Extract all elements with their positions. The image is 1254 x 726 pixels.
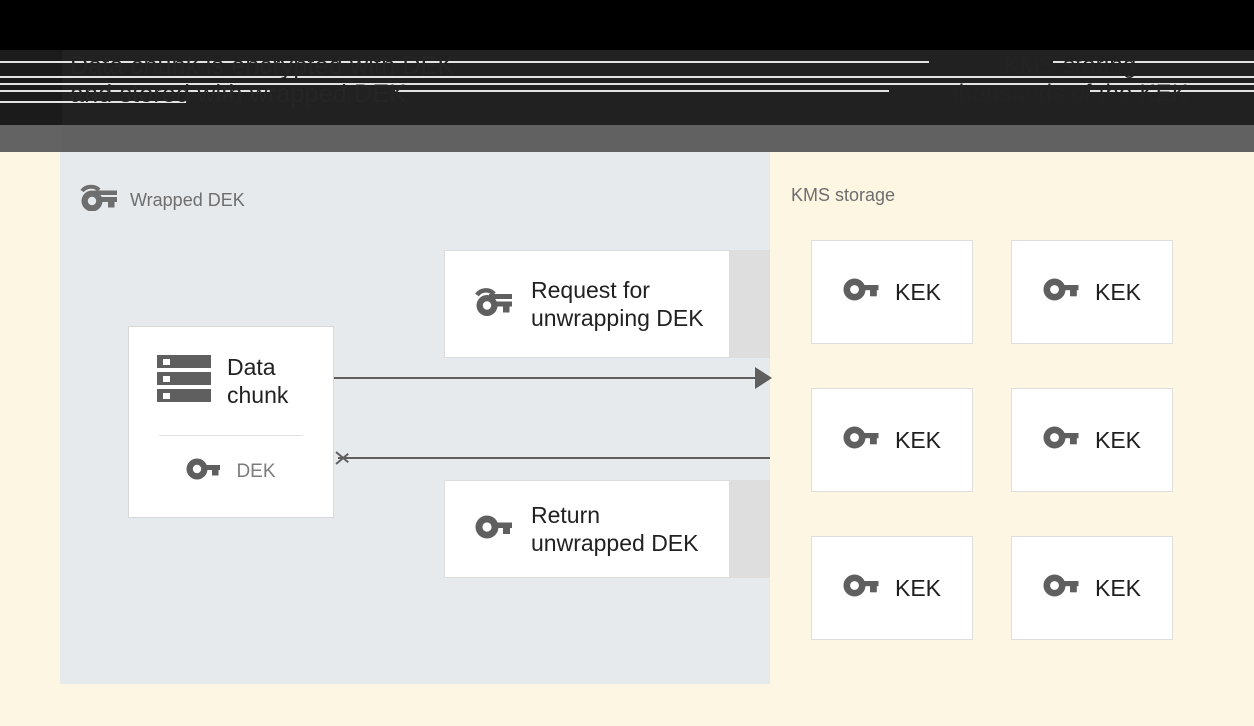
- kek-card-label: KEK: [1094, 278, 1142, 305]
- key-icon: [186, 458, 221, 485]
- header-title-left-line1: Data chunk is encrypted with DEK: [70, 52, 455, 80]
- scan-rule: [0, 101, 186, 103]
- key-icon: [843, 574, 879, 602]
- header-title-right-line1: KMS storing: [1003, 52, 1137, 79]
- scan-rule: [0, 90, 270, 92]
- toolbar-gray-band: [0, 125, 1254, 152]
- server-storage-icon: [157, 354, 211, 409]
- key-icon: [1043, 426, 1079, 454]
- return-unwrapped-card-text: Return unwrapped DEK: [531, 502, 699, 556]
- request-arrow-line: [334, 377, 770, 379]
- data-chunk-card-key-label: DEK: [236, 460, 276, 482]
- kms-storage-panel-label-text: KMS storage: [791, 185, 896, 205]
- scan-rule: [1090, 90, 1254, 92]
- return-arrow-line: [338, 457, 770, 459]
- wrapped-key-icon: [475, 287, 513, 321]
- kek-card[interactable]: KEK: [1011, 240, 1173, 344]
- data-chunk-card-divider: [159, 435, 303, 436]
- return-card-shadow: [730, 480, 770, 578]
- scan-rule: [0, 76, 1254, 78]
- key-icon: [1043, 574, 1079, 602]
- header-title-right-line2: thousands of the KEK: [951, 80, 1189, 107]
- kek-card-label: KEK: [894, 574, 942, 601]
- kms-storage-panel-label: KMS storage: [791, 185, 895, 206]
- return-unwrapped-card[interactable]: Return unwrapped DEK: [444, 480, 730, 578]
- kek-card[interactable]: KEK: [811, 388, 973, 492]
- header-title-left-line2: and stored with wrapped DEK: [70, 80, 407, 108]
- key-icon: [475, 515, 513, 544]
- header-title-left: Data chunk is encrypted with DEK and sto…: [70, 52, 890, 122]
- kek-card[interactable]: KEK: [811, 536, 973, 640]
- header-title-right: KMS storing thousands of the KEK: [905, 52, 1235, 122]
- key-icon: [843, 278, 879, 306]
- request-unwrap-card[interactable]: Request for unwrapping DEK: [444, 250, 730, 358]
- data-chunk-card-key-row: DEK: [186, 458, 276, 485]
- kek-card-label: KEK: [1094, 426, 1142, 453]
- data-chunk-card[interactable]: Data chunk DEK: [128, 326, 334, 518]
- key-icon: [843, 426, 879, 454]
- kek-card-label: KEK: [894, 426, 942, 453]
- scan-rule: [0, 61, 395, 63]
- kek-card-label: KEK: [1094, 574, 1142, 601]
- kek-card[interactable]: KEK: [1011, 388, 1173, 492]
- wrapped-dek-panel-label: Wrapped DEK: [80, 184, 245, 216]
- kek-card-label: KEK: [894, 278, 942, 305]
- diagram-canvas: Wrapped DEK Data chunk: [0, 152, 1254, 726]
- request-card-shadow: [730, 250, 770, 358]
- kek-card[interactable]: KEK: [811, 240, 973, 344]
- request-arrow-head-icon: [755, 367, 772, 389]
- wrapped-key-icon: [80, 184, 118, 216]
- data-chunk-card-header: Data chunk: [129, 353, 333, 409]
- scan-rule: [0, 83, 1254, 85]
- data-chunk-card-title: Data chunk: [227, 354, 289, 408]
- return-arrow-head-icon: [336, 446, 358, 468]
- top-black-bar: [0, 0, 1254, 50]
- scan-rule: [395, 90, 889, 92]
- scan-rule: [395, 61, 929, 63]
- wrapped-dek-panel-label-text: Wrapped DEK: [130, 189, 245, 210]
- key-icon: [1043, 278, 1079, 306]
- kek-card[interactable]: KEK: [1011, 536, 1173, 640]
- request-unwrap-card-text: Request for unwrapping DEK: [531, 277, 704, 331]
- toolbar-gray-band-left-edge: [0, 125, 62, 152]
- scan-rule: [1053, 61, 1254, 63]
